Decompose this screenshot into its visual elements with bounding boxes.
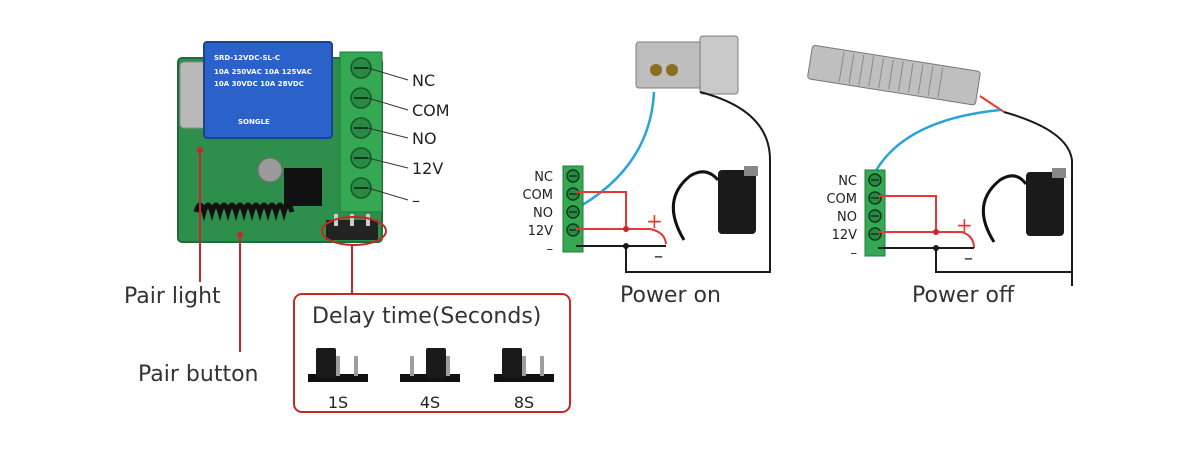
power-adapter-icon xyxy=(671,166,758,241)
terminal-label-: – xyxy=(412,191,420,210)
power-off-minus-sign: – xyxy=(964,248,973,269)
capacitor-component xyxy=(257,157,283,183)
power-on-diagram: NC COM NO 12V – + – Power on xyxy=(522,35,771,308)
delay-options: 1S 4S 8S xyxy=(308,348,554,412)
terminal-leader-line xyxy=(367,67,409,81)
delay-time-box: Delay time(Seconds) 1S 4S 8S xyxy=(293,293,571,413)
terminal-label: NO xyxy=(533,206,553,221)
terminal-label: 12V xyxy=(832,228,858,243)
terminal-label: NC xyxy=(838,174,857,189)
relay-module: SRD-12VDC-SL-C 10A 250VAC 10A 125VAC 10A… xyxy=(124,41,450,387)
relay-component: SRD-12VDC-SL-C 10A 250VAC 10A 125VAC 10A… xyxy=(203,41,333,139)
power-on-terminal-labels: NC COM NO 12V – xyxy=(522,170,553,257)
antenna-coil xyxy=(193,202,295,222)
terminal-leader-line xyxy=(367,127,409,139)
power-off-terminal-screws xyxy=(868,173,882,241)
terminal-screws xyxy=(350,57,372,199)
power-off-terminal-labels: NC COM NO 12V – xyxy=(826,174,857,261)
power-on-minus-sign: – xyxy=(654,246,663,267)
relay-model-text: SRD-12VDC-SL-C xyxy=(214,54,280,62)
terminal-label: COM xyxy=(522,188,553,203)
terminal-label: NC xyxy=(534,170,553,185)
power-off-diagram: NC COM NO 12V – + – Power off xyxy=(807,44,1073,308)
terminal-leader-line xyxy=(367,157,409,169)
relay-rating2-text: 10A 30VDC 10A 28VDC xyxy=(214,80,304,88)
magnetic-lock xyxy=(807,44,981,106)
terminal-leader-line xyxy=(367,187,409,201)
ic-chip xyxy=(284,168,322,206)
jumper-icon xyxy=(308,348,368,382)
jumper-icon xyxy=(494,348,554,382)
power-on-caption: Power on xyxy=(620,283,721,308)
terminal-label-com: COM xyxy=(412,101,450,120)
terminal-label: – xyxy=(547,242,554,257)
delay-option-label: 4S xyxy=(420,393,440,412)
relay-rating1-text: 10A 250VAC 10A 125VAC xyxy=(214,68,312,76)
terminal-label: NO xyxy=(837,210,857,225)
terminal-label-no: NO xyxy=(412,129,437,148)
terminal-label: COM xyxy=(826,192,857,207)
delay-option-label: 8S xyxy=(514,393,534,412)
power-off-caption: Power off xyxy=(912,283,1015,308)
pair-button-label: Pair button xyxy=(138,362,258,387)
delay-jumper-header xyxy=(326,220,378,240)
pair-light-label: Pair light xyxy=(124,284,221,309)
terminal-leader-line xyxy=(367,97,409,111)
relay-brand-text: SONGLE xyxy=(238,118,270,126)
electric-lock xyxy=(635,35,739,95)
power-on-plus-sign: + xyxy=(646,209,663,233)
power-adapter-icon xyxy=(981,168,1066,243)
terminal-label: 12V xyxy=(528,224,554,239)
terminal-labels: NC COM NO 12V – xyxy=(367,67,450,210)
terminal-label: – xyxy=(851,246,858,261)
terminal-label-nc: NC xyxy=(412,71,435,90)
power-off-plus-sign: + xyxy=(956,213,973,237)
jumper-callout-ellipse xyxy=(321,216,387,246)
delay-time-title: Delay time(Seconds) xyxy=(312,304,541,329)
terminal-label-12v: 12V xyxy=(412,159,443,178)
jumper-icon xyxy=(400,348,460,382)
delay-option-label: 1S xyxy=(328,393,348,412)
